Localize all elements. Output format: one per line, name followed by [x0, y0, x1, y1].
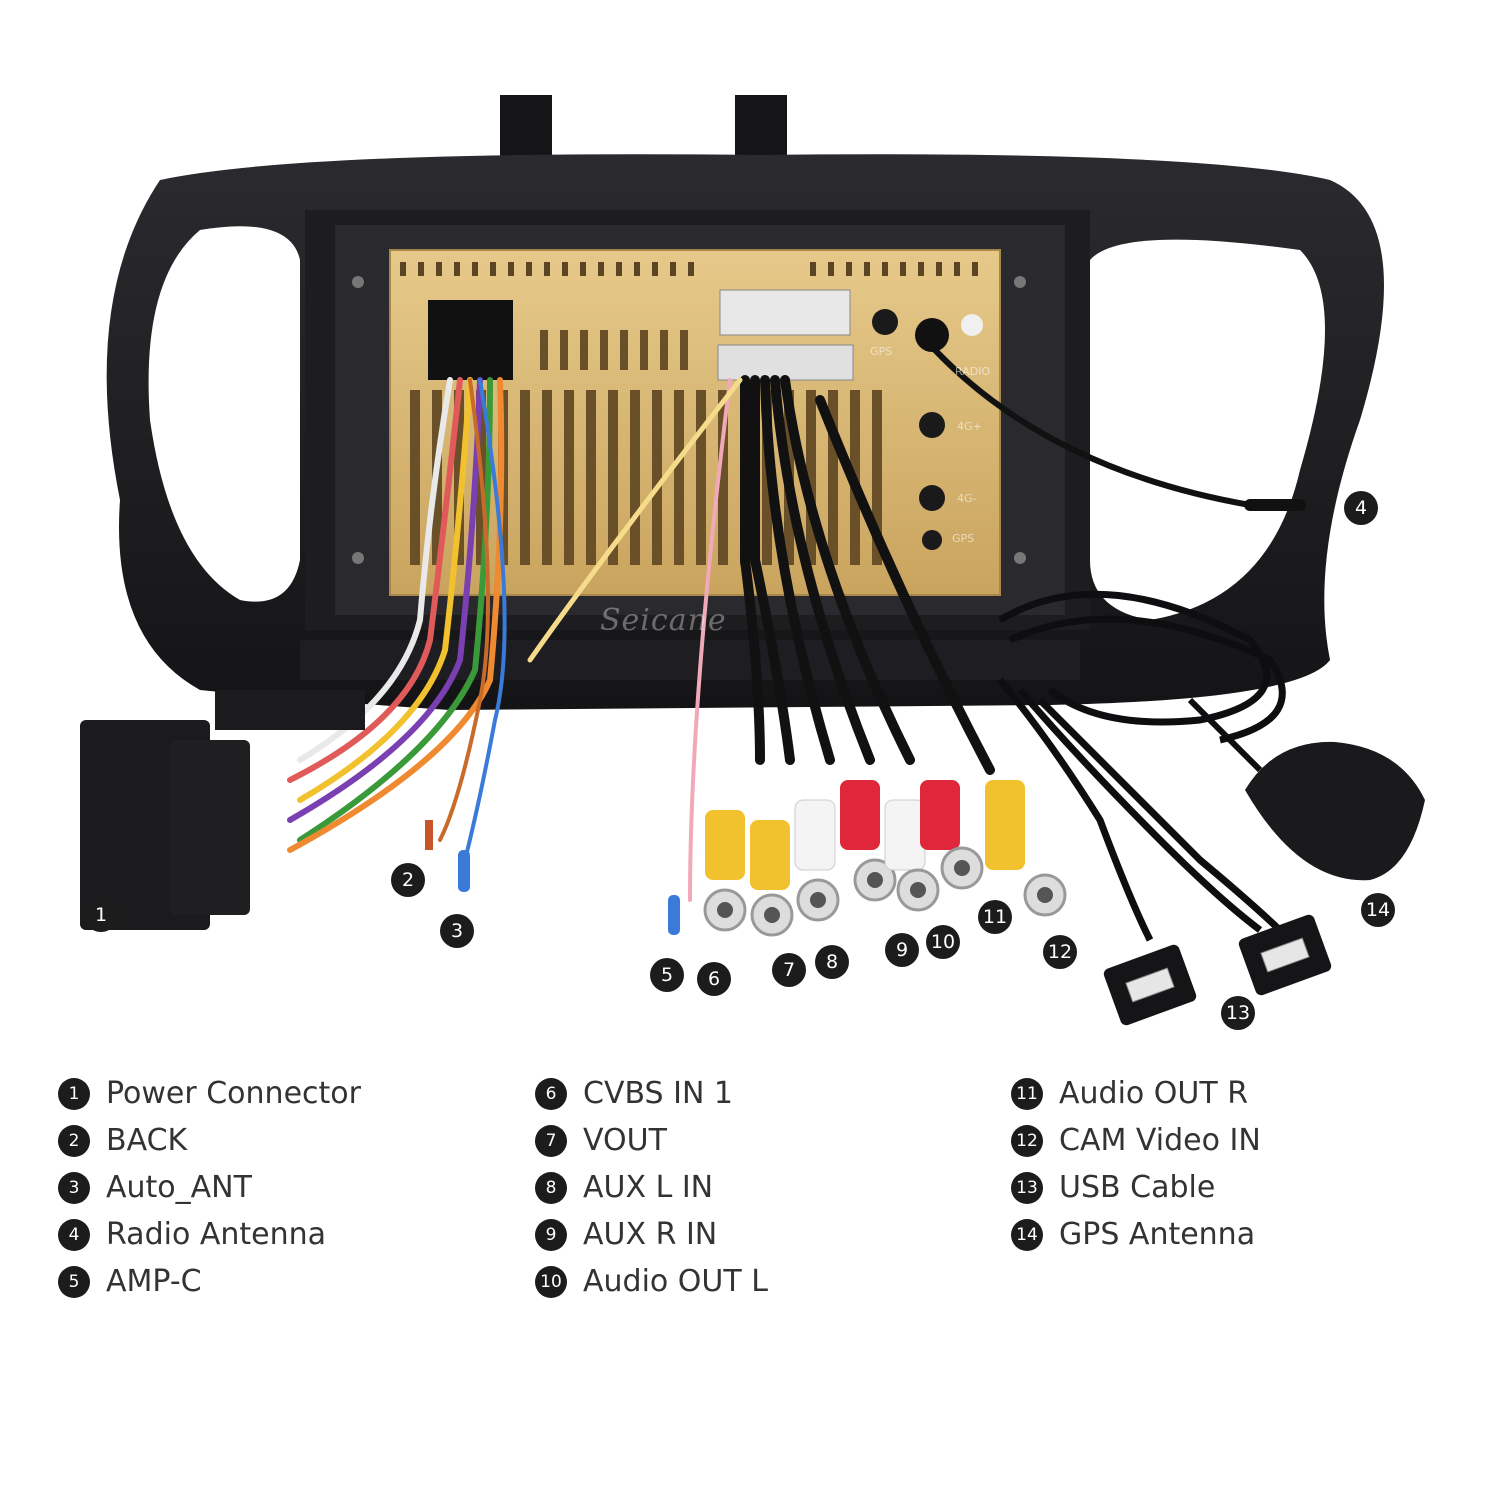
- rca-plug-aux-l-in: [794, 799, 840, 922]
- legend-number: 6: [535, 1077, 567, 1110]
- callout-10: 10: [926, 925, 960, 959]
- legend-label: BACK: [106, 1123, 188, 1158]
- legend-number: 9: [535, 1218, 567, 1251]
- legend-label: CAM Video IN: [1059, 1123, 1261, 1158]
- legend-number: 2: [58, 1124, 90, 1157]
- legend-label: AUX L IN: [583, 1170, 714, 1205]
- label-4g-minus: 4G-: [957, 492, 977, 505]
- callout-5: 5: [650, 958, 684, 992]
- legend-item: 7 VOUT: [535, 1117, 768, 1164]
- legend-label: Audio OUT L: [583, 1264, 768, 1299]
- callout-1: 1: [84, 898, 118, 932]
- label-gps-bottom: GPS: [952, 532, 975, 545]
- radio-antenna-port: [915, 318, 949, 352]
- wire-tip-amp-c: [668, 895, 680, 935]
- callout-14: 14: [1361, 893, 1395, 927]
- legend-label: Power Connector: [106, 1076, 361, 1111]
- legend-item: 13 USB Cable: [1011, 1164, 1261, 1211]
- callout-4: 4: [1344, 491, 1378, 525]
- legend-item: 9 AUX R IN: [535, 1211, 768, 1258]
- legend-number: 4: [58, 1218, 90, 1251]
- data-connector-top: [719, 289, 851, 336]
- legend-label: AUX R IN: [583, 1217, 718, 1252]
- callout-7: 7: [772, 953, 806, 987]
- 4g-minus-port: [919, 485, 945, 511]
- rca-plug-vout: [750, 820, 794, 937]
- legend-item: 6 CVBS IN 1: [535, 1070, 768, 1117]
- rca-plug-cam-video-in: [985, 780, 1067, 917]
- rca-plug-audio-out-l: [884, 799, 940, 912]
- legend-number: 5: [58, 1265, 90, 1298]
- 4g-plus-port: [919, 412, 945, 438]
- legend-item: 8 AUX L IN: [535, 1164, 768, 1211]
- legend-item: 3 Auto_ANT: [58, 1164, 361, 1211]
- power-harness-wires: [287, 377, 507, 862]
- legend-number: 1: [58, 1077, 90, 1110]
- legend-number: 13: [1011, 1171, 1043, 1204]
- legend-item: 1 Power Connector: [58, 1070, 361, 1117]
- legend-label: CVBS IN 1: [583, 1076, 734, 1111]
- legend-number: 14: [1011, 1218, 1043, 1251]
- legend-label: Auto_ANT: [106, 1170, 252, 1205]
- callout-2: 2: [391, 863, 425, 897]
- legend-label: AMP-C: [106, 1264, 202, 1299]
- usb-plug-2: [1238, 914, 1332, 996]
- legend-label: Radio Antenna: [106, 1217, 327, 1252]
- gps-port-bottom: [922, 530, 942, 550]
- legend-number: 10: [535, 1265, 567, 1298]
- wire-tip-auto-ant: [458, 850, 470, 892]
- legend-column-1: 1 Power Connector 2 BACK 3 Auto_ANT 4 Radio …: [58, 1070, 361, 1305]
- legend-item: 12 CAM Video IN: [1011, 1117, 1261, 1164]
- legend-item: 2 BACK: [58, 1117, 361, 1164]
- data-connector-bottom: [717, 344, 854, 381]
- wire-tip-back: [425, 820, 433, 850]
- callout-9: 9: [885, 933, 919, 967]
- mic-port: [961, 314, 983, 336]
- legend-label: USB Cable: [1059, 1170, 1216, 1205]
- legend-item: 10 Audio OUT L: [535, 1258, 768, 1305]
- callout-13: 13: [1221, 996, 1255, 1030]
- gps-port-top: [872, 309, 898, 335]
- label-gps-top: GPS: [870, 345, 893, 358]
- rca-plug-cvbs-in-1: [703, 810, 747, 932]
- vent-slots-top: [400, 262, 978, 276]
- legend-item: 5 AMP-C: [58, 1258, 361, 1305]
- legend-number: 7: [535, 1124, 567, 1157]
- legend-column-3: 11 Audio OUT R 12 CAM Video IN 13 USB Cable…: [1011, 1070, 1261, 1258]
- gps-antenna-puck: [1245, 741, 1425, 881]
- legend-number: 12: [1011, 1124, 1043, 1157]
- label-radio: RADIO: [955, 365, 991, 378]
- callout-6: 6: [697, 962, 731, 996]
- watermark: Seicane: [600, 603, 727, 638]
- rca-plug-aux-r-in: [840, 780, 897, 902]
- legend-item: 4 Radio Antenna: [58, 1211, 361, 1258]
- power-socket: [428, 300, 513, 380]
- legend-number: 8: [535, 1171, 567, 1204]
- legend-number: 3: [58, 1171, 90, 1204]
- legend-label: VOUT: [583, 1123, 667, 1158]
- callout-12: 12: [1043, 935, 1077, 969]
- label-4g-plus: 4G+: [957, 420, 982, 433]
- usb-cable-coil: [997, 590, 1293, 943]
- legend-number: 11: [1011, 1077, 1043, 1110]
- callout-3: 3: [440, 914, 474, 948]
- usb-plug-1: [1103, 944, 1197, 1026]
- rca-plug-audio-out-r: [920, 780, 984, 890]
- callout-11: 11: [978, 900, 1012, 934]
- legend-label: GPS Antenna: [1059, 1217, 1256, 1252]
- callout-8: 8: [815, 945, 849, 979]
- legend-item: 14 GPS Antenna: [1011, 1211, 1261, 1258]
- legend-column-2: 6 CVBS IN 1 7 VOUT 8 AUX L IN 9 AUX R IN 10 A…: [535, 1070, 768, 1305]
- legend-label: Audio OUT R: [1059, 1076, 1249, 1111]
- legend-item: 11 Audio OUT R: [1011, 1070, 1261, 1117]
- rca-cable-bundle: [527, 347, 1306, 902]
